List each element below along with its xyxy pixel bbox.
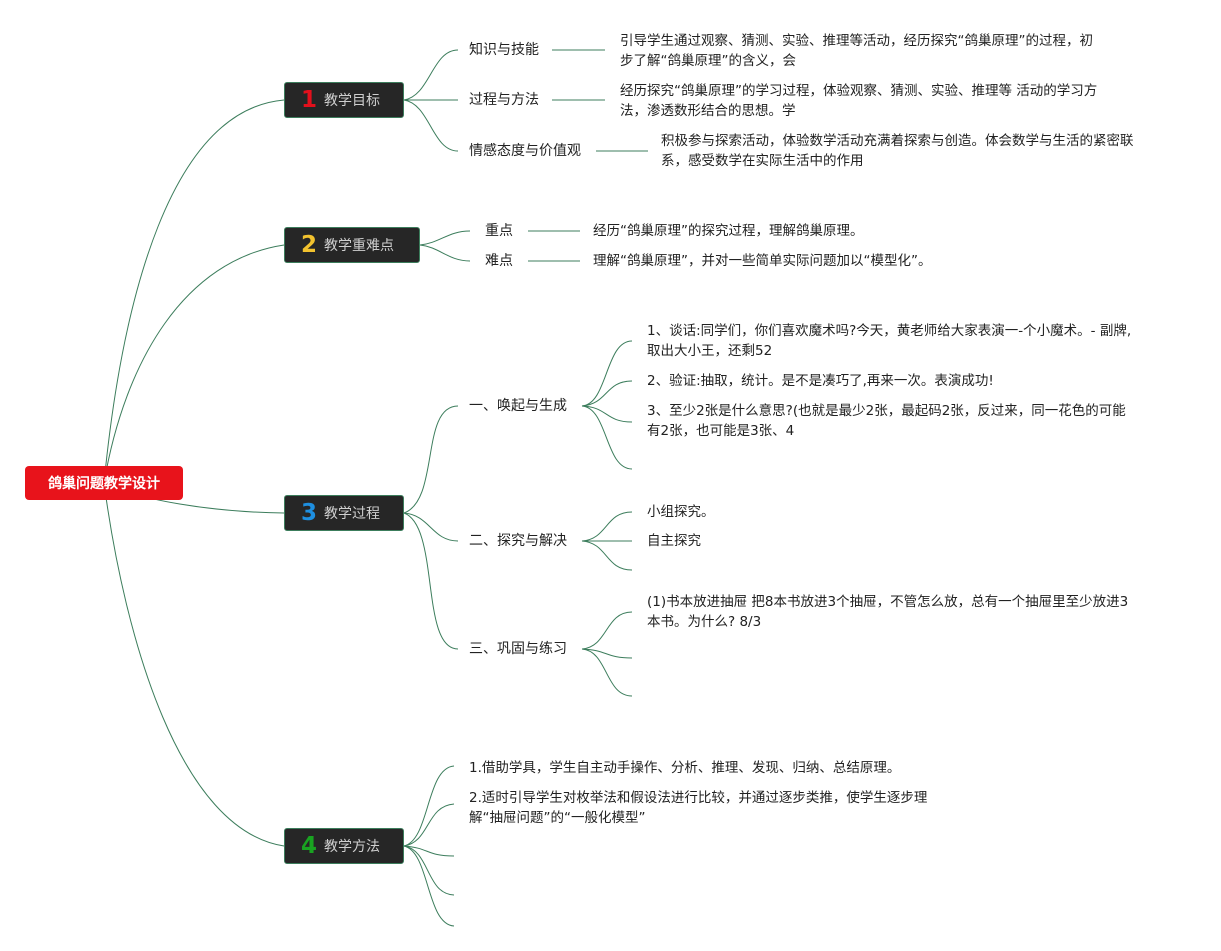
root-node[interactable]: 鸽巢问题教学设计 [25,466,183,500]
branch-node-key-difficult-points[interactable]: 2 教学重难点 [284,227,420,263]
branch-node-teaching-goals[interactable]: 1 教学目标 [284,82,404,118]
branch-number-4: 4 [301,832,318,859]
branch-number-2: 2 [301,231,318,258]
sub-node-consolidate-practice[interactable]: 三、巩固与练习 [469,641,567,657]
sub-node-process-method[interactable]: 过程与方法 [469,92,539,108]
branch-number-1: 1 [301,86,318,113]
sub-node-explore-solve[interactable]: 二、探究与解决 [469,533,567,549]
branch-label: 教学重难点 [324,238,395,254]
sub-node-knowledge-skills[interactable]: 知识与技能 [469,42,539,58]
branch-node-teaching-methods[interactable]: 4 教学方法 [284,828,404,864]
link-root-branch-2 [103,244,285,484]
leaf-text: 1、谈话:同学们，你们喜欢魔术吗?今天，黄老师给大家表演一-个小魔术。- 副牌,… [647,323,1132,359]
leaf-text: 理解“鸽巢原理”，并对一些简单实际问题加以“模型化”。 [593,253,932,269]
branch-label: 教学方法 [324,839,381,855]
leaf-text: 积极参与探索活动，体验数学活动充满着探索与创造。体会数学与生活的紧密联系，感受数… [661,133,1134,169]
link-root-branch-1 [103,99,285,484]
sub-node-attitude-values[interactable]: 情感态度与价值观 [469,143,581,159]
leaf-text: 小组探究。 [647,504,715,520]
sub-node-arouse-generate[interactable]: 一、唤起与生成 [469,398,567,414]
branch-label: 教学过程 [324,506,381,522]
leaf-text: 引导学生通过观察、猜测、实验、推理等活动，经历探究“鸽巢原理”的过程，初步了解“… [620,33,1093,69]
leaf-text: 2.适时引导学生对枚举法和假设法进行比较，并通过逐步类推，使学生逐步理解“抽屉问… [469,790,928,826]
leaf-text: 3、至少2张是什么意思?(也就是最少2张，最起码2张，反过来，同一花色的可能有2… [647,403,1126,439]
leaf-text: 1.借助学具，学生自主动手操作、分析、推理、发现、归纳、总结原理。 [469,760,901,776]
link-root-branch-4 [103,482,285,847]
branch-label: 教学目标 [324,93,381,109]
leaf-text: 自主探究 [647,533,701,549]
sub-node-key-point[interactable]: 重点 [485,223,513,239]
leaf-text: 2、验证:抽取，统计。是不是凑巧了,再来一次。表演成功! [647,373,994,389]
root-label: 鸽巢问题教学设计 [48,476,160,492]
sub-node-difficult-point[interactable]: 难点 [485,253,513,269]
leaf-text: 经历探究“鸽巢原理”的学习过程，体验观察、猜测、实验、推理等 活动的学习方法，渗… [620,83,1098,119]
branch-node-teaching-process[interactable]: 3 教学过程 [284,495,404,531]
branch-number-3: 3 [301,499,318,526]
leaf-text: 经历“鸽巢原理”的探究过程，理解鸽巢原理。 [593,223,864,239]
